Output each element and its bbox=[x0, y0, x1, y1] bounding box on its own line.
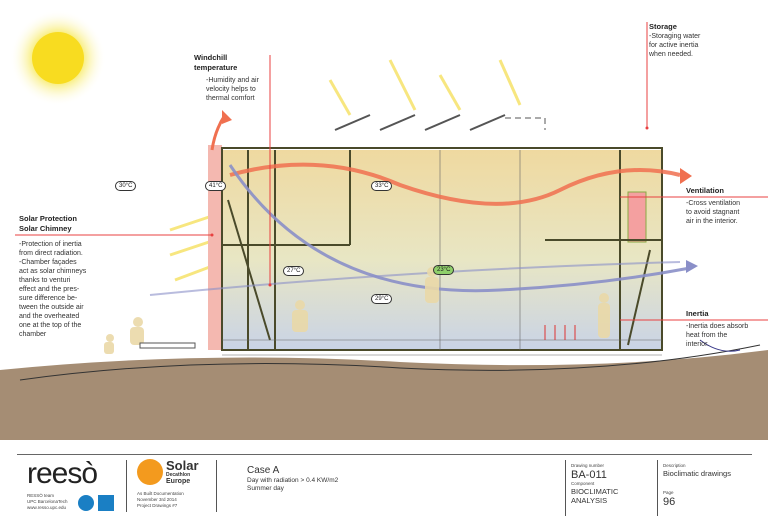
solar-decathlon-logo: Solar Decathlon Europe bbox=[166, 458, 199, 485]
solar-decathlon-logo-icon bbox=[137, 459, 163, 485]
label-storage: Storage -Storaging water for active iner… bbox=[649, 22, 701, 58]
ground bbox=[0, 350, 768, 440]
solar-chimney-left bbox=[208, 145, 222, 350]
etsab-logo-icon bbox=[98, 495, 114, 511]
temp-badge-left: 27°C bbox=[283, 266, 305, 276]
label-solar-protection: Solar Protection Solar Chimney -Protecti… bbox=[19, 214, 87, 338]
description-info: Description Bioclimatic drawings Page 96 bbox=[663, 463, 731, 508]
footer-separator bbox=[126, 460, 127, 512]
cool-airflow bbox=[228, 164, 691, 293]
bioclimatic-section-drawing bbox=[0, 10, 768, 440]
temp-badge-lower: 29°C bbox=[371, 294, 393, 304]
footer-separator bbox=[565, 460, 566, 516]
resso-logo: reesò bbox=[27, 457, 98, 490]
footer-divider bbox=[17, 454, 752, 455]
footer-separator bbox=[216, 460, 217, 512]
label-windchill: Windchill temperature -Humidity and air … bbox=[194, 53, 259, 102]
building-interior bbox=[222, 150, 662, 350]
upc-logo-icon bbox=[78, 495, 94, 511]
warm-airflow bbox=[229, 162, 681, 206]
temp-badge-center: 23°C bbox=[433, 265, 455, 275]
sun-icon bbox=[10, 10, 106, 106]
case-info: Case A Day with radiation > 0.4 KW/m2 Su… bbox=[247, 465, 339, 492]
footer-separator bbox=[657, 460, 658, 516]
drawing-info: Drawing number BA-011 Component BIOCLIMA… bbox=[571, 463, 619, 505]
people-figures bbox=[104, 267, 610, 354]
temp-badge-outside: 30°C bbox=[115, 181, 137, 191]
temp-badge-chimney: 41°C bbox=[205, 181, 227, 191]
temp-badge-top: 33°C bbox=[371, 181, 393, 191]
documentation-info: As Built Documentation November 3rd 2014… bbox=[137, 491, 184, 508]
team-info: RESSÒ team UPC BarcelonaTech www.resso.u… bbox=[27, 493, 68, 510]
label-ventilation: Ventilation -Cross ventilation to avoid … bbox=[686, 186, 741, 225]
label-inertia: Inertia -Inertia does absorb heat from t… bbox=[686, 309, 749, 348]
storage-tank bbox=[627, 191, 647, 243]
